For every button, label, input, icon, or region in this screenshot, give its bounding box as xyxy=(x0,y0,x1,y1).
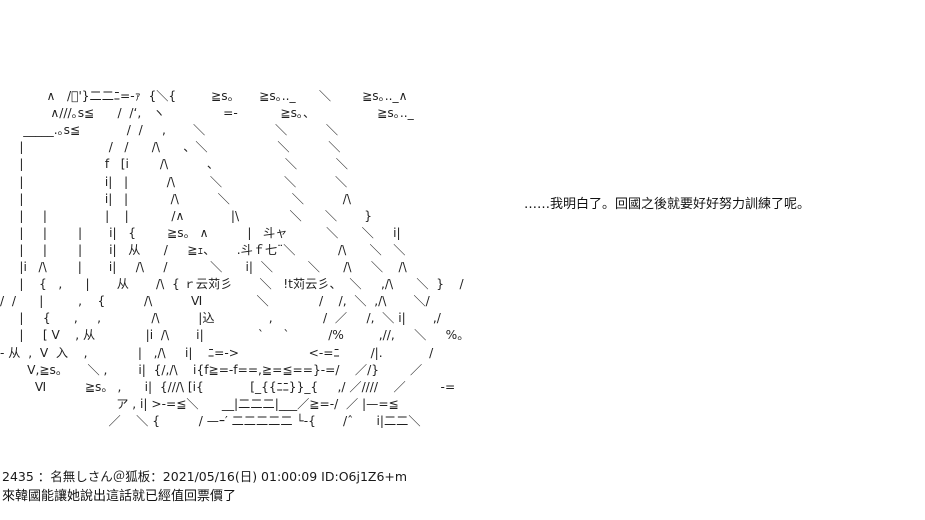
ascii-art-line: | f [i /\ 、 ＼ ＼ xyxy=(0,157,348,172)
ascii-art-line: | { , , /\ |込 , / ／ /, ＼ i| ,/ xyxy=(0,311,441,326)
ascii-art-line: ／ ＼ { / —ｰ′ 二二二二二 └-{ /ˆ i|二二＼ xyxy=(0,413,421,428)
ascii-art-line: _____.｡s≦ / / , ＼ ＼ ＼ xyxy=(0,123,339,138)
ascii-art-line: | i| | /\ ＼ ＼ /\ xyxy=(0,191,351,206)
ascii-art-line: | | | i| { ≧s。 ∧ | 斗ャ ＼ ＼ i| xyxy=(0,225,401,240)
ascii-art-line: ア , i| >-=≦＼ __|二二二|___／≧=-/ ／ |—=≦ xyxy=(0,396,399,411)
ascii-art-line: | | | | /∧ |\ ＼ ＼ } xyxy=(0,208,372,223)
ascii-art-line: | [ Ⅴ , 从 |i /\ i| ` ˋ /% ,//, ＼ %。 xyxy=(0,328,470,343)
ascii-art-line: ∧///｡s≦ / /‘, ヽ =- ≧s｡、 ≧s｡.._ xyxy=(0,106,414,121)
ascii-art-line: ∧ /ﾞ'}二二ﾆ=-ｧ {＼{ ≧s。 ≧s｡.._ ＼ ≧s｡.._∧ xyxy=(0,89,408,103)
post-body: 來韓國能讓她說出這話就已經值回票價了 xyxy=(2,489,237,504)
dialogue-text: ……我明白了。回國之後就要好好努力訓練了呢。 xyxy=(524,197,811,212)
ascii-art-line: | { , | 从 /\ { ｒ云苅彡 ＼ !t苅云彡、 ＼ ,/\ ＼ } / xyxy=(0,277,464,292)
ascii-art-line: Ⅴ,≧s。 ＼ , i| {/,/\ i{f≧=-f==,≧=≦==}-=/ ／… xyxy=(0,362,423,377)
ascii-art-line: | | | i| 从 / ≧ｪ､ .斗ｆ七¨＼ /\ ＼ ＼ xyxy=(0,242,406,257)
ascii-art-line: Ⅵ ≧s。 , i| {///\ [i{ [_{{ﾆﾆ}}_{ ,/ ／////… xyxy=(0,379,456,394)
ascii-art-line: / / | , { /\ Ⅵ ＼ / /, ＼ ,/\ ＼/ xyxy=(0,294,430,309)
ascii-art: ∧ /ﾞ'}二二ﾆ=-ｧ {＼{ ≧s。 ≧s｡.._ ＼ ≧s｡.._∧ ∧/… xyxy=(0,89,470,428)
ascii-art-line: | i| | /\ ＼ ＼ ＼ xyxy=(0,174,348,189)
post-header: 2435 ：名無しさん＠狐板：2021/05/16(日) 01:00:09 ID… xyxy=(2,469,408,484)
ascii-art-line: | / / /\ 、＼ ＼ ＼ xyxy=(0,140,341,155)
ascii-art-line: |i /\ | i| /\ / ＼ i| ＼ ＼ /\ ＼ /\ xyxy=(0,260,407,274)
ascii-art-line: - 从 , Ⅴ 入 , | ,/\ i| ﾆ=-> <-=ﾆ /|. / xyxy=(0,345,434,360)
